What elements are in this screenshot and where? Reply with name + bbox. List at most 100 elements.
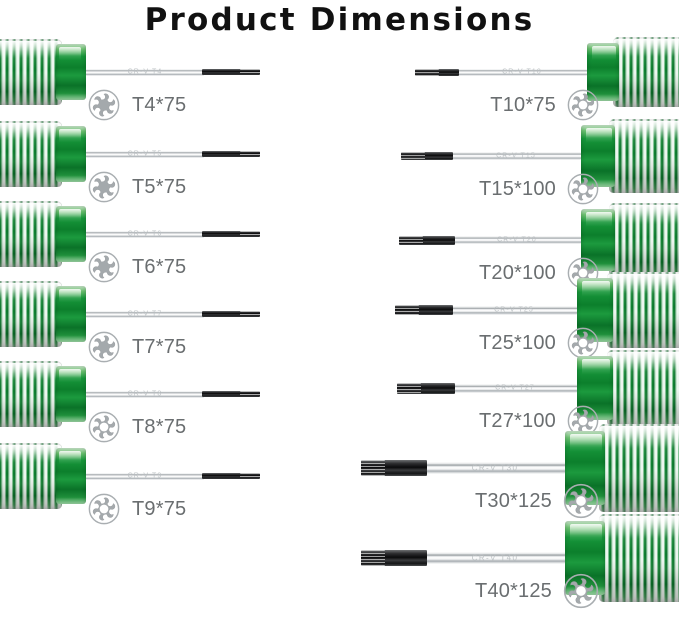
handle-gloss [0, 445, 62, 473]
screwdriver-shaft: CR-V T6 [86, 230, 204, 238]
screwdriver-row: CR-V T6 T6*75 [0, 201, 340, 298]
tip-flutes [399, 152, 425, 160]
collar-sheen [59, 47, 81, 67]
collar-sheen [59, 451, 81, 471]
collar-sheen [59, 289, 81, 309]
dimension-label: T6*75 [87, 250, 186, 284]
shaft-marking: CR-V T15 [496, 152, 536, 160]
screwdriver-handle [0, 361, 92, 427]
size-label: T27*100 [478, 409, 556, 432]
torx-tip [399, 235, 455, 245]
collar-sheen [586, 128, 612, 150]
handle-gloss [0, 283, 62, 311]
handle-gloss [0, 41, 62, 69]
torx-tip [397, 382, 455, 394]
size-label: T30*125 [474, 489, 552, 512]
screwdriver-handle [0, 201, 92, 267]
torx-star-hollow-icon [567, 173, 599, 205]
screwdriver-handle [575, 203, 679, 277]
shaft-marking: CR-V T27 [495, 384, 535, 392]
collar-sheen [59, 369, 81, 389]
tip-flutes [240, 151, 262, 157]
size-label: T8*75 [132, 415, 187, 438]
torx-star-filled-icon [88, 171, 120, 203]
collar-sheen [582, 281, 610, 303]
screwdriver-shaft: CR-V T7 [86, 310, 204, 318]
handle-shadow [0, 315, 62, 347]
collar-sheen [570, 524, 602, 550]
torx-star-filled-icon [88, 89, 120, 121]
shaft-marking: CR-V T5 [127, 150, 163, 158]
screwdriver-shaft: CR-V T40 [425, 552, 565, 564]
handle-shadow [609, 241, 679, 277]
handle-gloss [609, 121, 679, 153]
handle-shadow [0, 155, 62, 187]
shaft-marking: CR-V T9 [127, 472, 163, 480]
torx-star-hollow-icon [563, 573, 599, 609]
torx-tip [202, 231, 260, 237]
screwdriver-shaft: CR-V T25 [451, 305, 577, 315]
page-title: Product Dimensions [144, 2, 535, 38]
collar-sheen [592, 46, 616, 66]
size-label: T15*100 [478, 177, 556, 200]
torx-star-hollow-icon [88, 493, 120, 525]
handle-shadow [599, 469, 679, 512]
torx-tip [202, 151, 260, 157]
screwdriver-row: CR-V T5 T5*75 [0, 121, 340, 218]
torx-tip [401, 152, 453, 160]
shaft-marking: CR-V T8 [127, 390, 163, 398]
screwdriver-handle [571, 272, 679, 348]
screwdriver-row: CR-V T7 T7*75 [0, 281, 340, 378]
size-label: T10*75 [490, 93, 556, 116]
screwdriver-shaft: CR-V T9 [86, 472, 204, 480]
handle-shadow [0, 73, 62, 105]
handle-shadow [0, 477, 62, 509]
tip-flutes [393, 305, 419, 315]
dimension-label: T5*75 [87, 170, 186, 204]
screwdriver-shaft: CR-V T8 [86, 390, 204, 398]
screwdriver-shaft: CR-V T15 [451, 152, 581, 160]
torx-star-hollow-icon [88, 411, 120, 443]
size-label: T20*100 [478, 261, 556, 284]
size-label: T25*100 [478, 331, 556, 354]
collar-sheen [586, 212, 612, 234]
screwdriver-handle [0, 39, 92, 105]
tip-flutes [240, 473, 262, 479]
screwdriver-handle [0, 443, 92, 509]
dimension-label: T40*125 [475, 573, 600, 609]
size-label: T4*75 [132, 93, 187, 116]
handle-gloss [599, 426, 679, 463]
tip-flutes [240, 69, 262, 75]
screwdriver-handle [581, 37, 679, 107]
torx-star-hollow-icon [563, 483, 599, 519]
handle-shadow [0, 395, 62, 427]
size-label: T9*75 [132, 497, 187, 520]
collar-sheen [582, 359, 610, 381]
screwdriver-shaft: CR-V T4 [86, 68, 204, 76]
handle-gloss [607, 352, 679, 384]
dimension-label: T9*75 [87, 492, 186, 526]
handle-shadow [609, 157, 679, 193]
handle-gloss [607, 274, 679, 306]
size-label: T7*75 [132, 335, 187, 358]
tip-flutes [395, 382, 421, 394]
shaft-marking: CR-V T20 [497, 236, 537, 244]
screwdriver-shaft: CR-V T20 [453, 236, 581, 244]
screwdriver-shaft: CR-V T30 [425, 462, 565, 474]
screwdriver-handle [575, 119, 679, 193]
torx-tip [202, 69, 260, 75]
handle-gloss [0, 123, 62, 151]
handle-gloss [0, 203, 62, 231]
screwdriver-shaft: CR-V T27 [453, 383, 577, 393]
torx-tip [202, 473, 260, 479]
shaft-marking: CR-V T30 [471, 463, 519, 473]
torx-star-filled-icon [88, 331, 120, 363]
torx-tip [202, 391, 260, 397]
screwdriver-shaft: CR-V T5 [86, 150, 204, 158]
